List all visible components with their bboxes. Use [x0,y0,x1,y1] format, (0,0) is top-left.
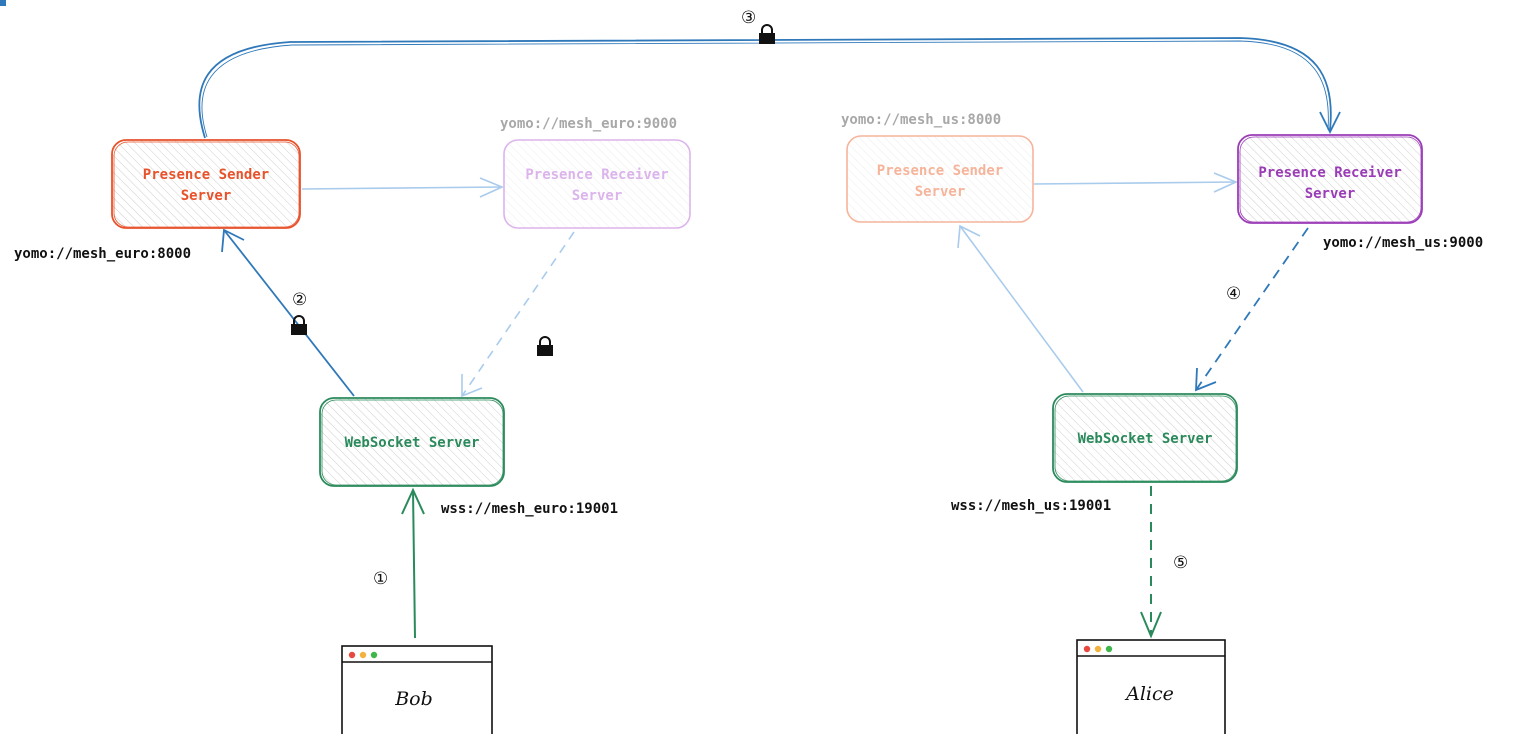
link-euro-sender-to-receiver [301,177,505,198]
window-close-dot [1083,645,1091,653]
link-us-ws-to-sender [957,224,1084,393]
euro-sender-line2: Server [181,188,232,204]
us-sender-line2: Server [915,184,966,200]
us-sender-line1: Presence Sender [877,163,1003,179]
link-us-sender-to-receiver [1033,172,1239,193]
step-4-label: ④ [1226,284,1241,304]
window-minimize-dot [359,651,367,659]
step-5-label: ⑤ [1173,553,1188,573]
euro-receiver-address: yomo://mesh_euro:9000 [500,116,677,132]
euro-receiver-line2: Server [572,188,623,204]
link-euro-receiver-to-ws [461,231,575,398]
euro-sender-line1: Presence Sender [143,167,269,183]
us-receiver-node[interactable]: Presence Receiver Server [1237,134,1423,224]
us-sender-node[interactable]: Presence Sender Server [846,135,1034,223]
alice-browser-window[interactable]: Alice [1076,639,1226,734]
us-sender-address: yomo://mesh_us:8000 [841,112,1001,128]
us-websocket-address: wss://mesh_us:19001 [951,498,1111,514]
window-minimize-dot [1094,645,1102,653]
euro-sender-address: yomo://mesh_euro:8000 [14,246,191,262]
step-1-label: ① [373,569,388,589]
euro-sender-node[interactable]: Presence Sender Server [111,139,301,229]
us-receiver-line2: Server [1305,186,1356,202]
link-euro-to-us [198,37,1341,139]
us-websocket-label: WebSocket Server [1078,431,1213,447]
step-3-label: ③ [741,8,756,28]
lock-icon [291,315,307,335]
bob-browser-window[interactable]: Bob [341,645,493,734]
euro-websocket-address: wss://mesh_euro:19001 [441,501,618,517]
link-us-receiver-to-ws [1195,227,1309,392]
us-receiver-address: yomo://mesh_us:9000 [1323,235,1483,251]
step-2-label: ② [292,290,307,310]
us-websocket-node[interactable]: WebSocket Server [1052,393,1238,483]
window-close-dot [348,651,356,659]
bob-client-name: Bob [394,688,433,710]
euro-websocket-label: WebSocket Server [345,435,480,451]
us-receiver-line1: Presence Receiver [1258,165,1401,181]
euro-websocket-node[interactable]: WebSocket Server [319,397,505,487]
euro-receiver-node[interactable]: Presence Receiver Server [503,139,691,229]
lock-icon [537,336,553,356]
alice-client-name: Alice [1124,683,1174,705]
euro-receiver-line1: Presence Receiver [525,167,668,183]
link-euro-ws-to-sender [221,228,355,397]
window-maximize-dot [370,651,378,659]
corner-mark [0,0,6,6]
window-maximize-dot [1105,645,1113,653]
lock-icon [759,24,775,44]
link-bob-to-ws [401,487,425,639]
link-ws-to-alice [1140,486,1162,639]
